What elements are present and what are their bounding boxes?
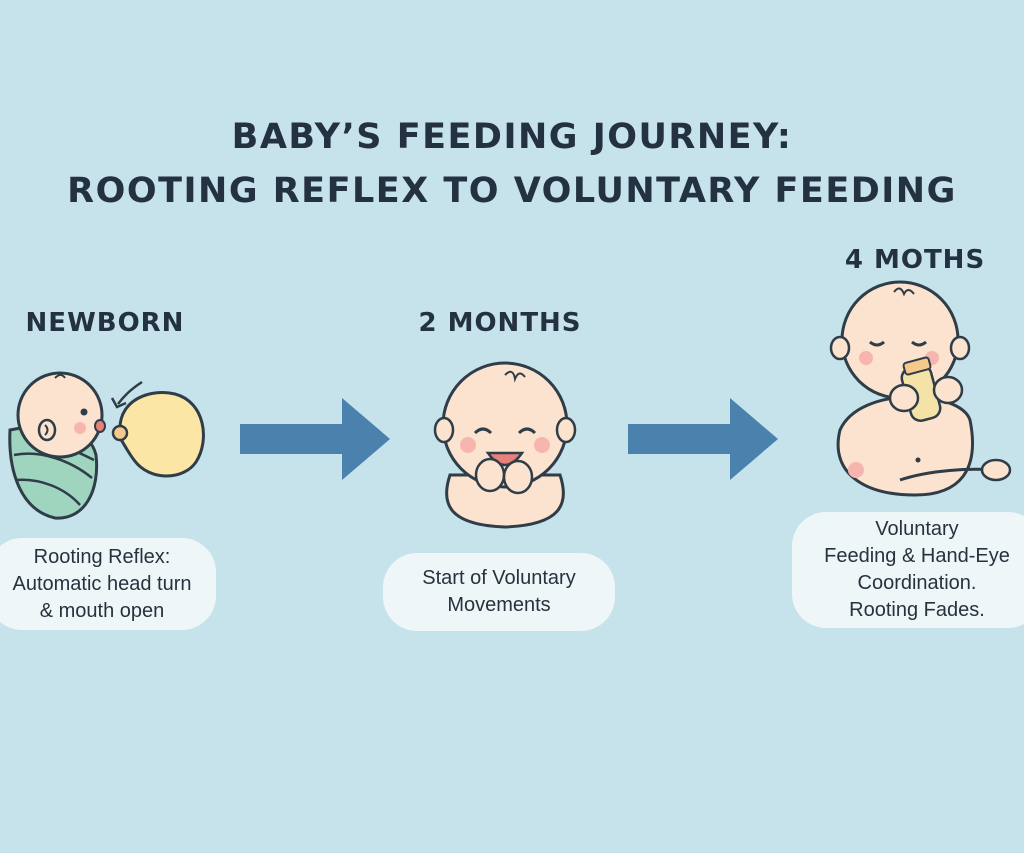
stage-label-4-months: 4 MOTHS <box>844 245 986 275</box>
caption-line: Coordination. <box>857 572 977 594</box>
caption-4-months: Voluntary Feeding & Hand-Eye Coordinatio… <box>792 512 1024 628</box>
caption-newborn: Rooting Reflex: Automatic head turn & mo… <box>0 538 216 630</box>
page-title: BABY’S FEEDING JOURNEY: ROOTING REFLEX T… <box>0 110 1024 218</box>
title-line-1: BABY’S FEEDING JOURNEY: <box>231 117 793 157</box>
arrow-right-icon <box>240 398 390 480</box>
caption-line: Movements <box>447 594 551 616</box>
smiling-baby-hands-to-mouth-icon <box>433 361 577 529</box>
title-line-2: ROOTING REFLEX TO VOLUNTARY FEEDING <box>67 171 957 211</box>
caption-line: Voluntary <box>875 518 959 540</box>
caption-line: Feeding & Hand-Eye <box>824 545 1010 567</box>
stage-label-newborn: NEWBORN <box>25 308 185 338</box>
arrow-right-icon <box>628 398 778 480</box>
caption-2-months: Start of Voluntary Movements <box>383 553 615 631</box>
swaddled-newborn-rooting-icon <box>8 371 205 520</box>
caption-line: Automatic head turn <box>12 572 192 595</box>
caption-line: Rooting Reflex: <box>33 545 171 568</box>
stage-label-2-months: 2 MONTHS <box>418 308 582 338</box>
caption-line: & mouth open <box>39 599 165 622</box>
caption-line: Start of Voluntary <box>422 567 576 589</box>
caption-line: Rooting Fades. <box>849 599 985 621</box>
sitting-baby-holding-bottle-icon <box>829 280 1012 497</box>
